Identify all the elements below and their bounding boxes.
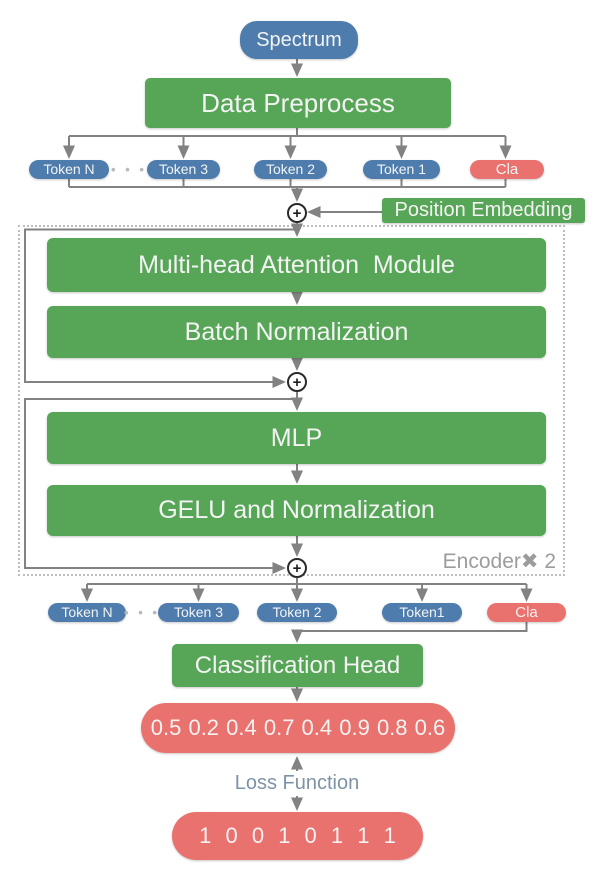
collect-line-row1 <box>68 179 507 188</box>
token-2-row1: Token 2 <box>254 160 327 179</box>
position-embedding-node: Position Embedding <box>382 198 585 223</box>
fanout-line-row2 <box>87 578 527 585</box>
token-1-row2: Token1 <box>382 603 462 622</box>
classification-head-node: Classification Head <box>172 644 423 687</box>
token-3-row2: Token 3 <box>158 603 239 622</box>
encoder-repeat-label: Encoder✖ 2 <box>442 550 556 573</box>
batch-normalization-node: Batch Normalization <box>47 306 546 358</box>
cla-token-row1: Cla <box>470 160 544 179</box>
token-3-row1: Token 3 <box>147 160 220 179</box>
sum-icon-residual2: + <box>287 558 307 578</box>
fanout-line-row1 <box>69 128 506 137</box>
ground-truth-node: 1 0 0 1 0 1 1 1 <box>172 812 423 860</box>
cla-token-row2: Cla <box>487 603 566 622</box>
spectrum-node: Spectrum <box>240 21 358 59</box>
token-n-row1: Token N <box>29 160 109 179</box>
sum-icon-position: + <box>287 203 307 223</box>
residual-skip-2 <box>24 398 297 574</box>
loss-function-label: Loss Function <box>234 772 360 794</box>
token-n-row2: Token N <box>48 603 126 622</box>
probability-output-node: 0.5 0.2 0.4 0.7 0.4 0.9 0.8 0.6 <box>141 703 455 753</box>
multi-head-attention-node: Multi-head Attention Module <box>47 238 546 292</box>
token-2-row2: Token 2 <box>257 603 337 622</box>
data-preprocess-node: Data Preprocess <box>145 78 451 128</box>
sum-icon-residual1: + <box>287 372 307 392</box>
ellipsis-dots-row1: • • • <box>111 162 147 177</box>
ellipsis-dots-row2: • • • <box>124 605 160 620</box>
mlp-node: MLP <box>47 412 546 464</box>
line-cla-to-classification-head <box>291 622 528 643</box>
residual-skip-1 <box>24 228 297 388</box>
gelu-normalization-node: GELU and Normalization <box>47 485 546 536</box>
token-1-row1: Token 1 <box>363 160 440 179</box>
